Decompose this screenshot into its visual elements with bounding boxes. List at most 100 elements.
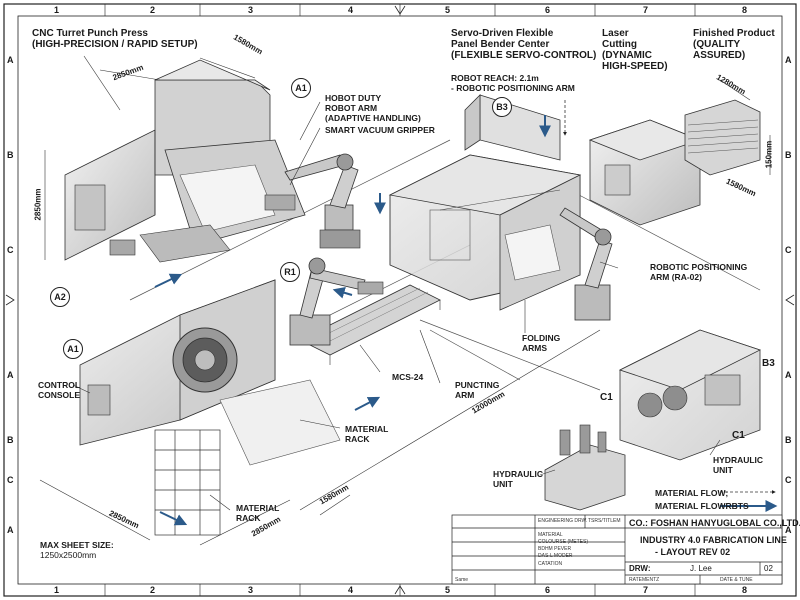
tb-rateme: RATEMENTZ <box>629 577 660 583</box>
label-folding-line2: ARMS <box>522 343 548 353</box>
machine-b3-right[interactable] <box>618 329 762 461</box>
grid-col-8: 8 <box>742 5 748 15</box>
tb-dasl: DAS-L MODER <box>538 553 573 559</box>
tb-scale: Same <box>455 577 469 583</box>
label-hyd1-line2: UNIT <box>493 479 513 489</box>
grid-col-7: 7 <box>643 5 649 15</box>
grid-col-2-bottom: 2 <box>150 585 156 595</box>
label-control-console: CONTROL CONSOLE <box>38 380 80 400</box>
grid-col-5-bottom: 5 <box>445 585 451 595</box>
panel-bender-machine[interactable] <box>388 94 582 311</box>
label-hyd2-line1: HYDRAULIC <box>713 455 764 465</box>
heavy-duty-robot-arm[interactable] <box>264 153 361 249</box>
label-laser-line2: Cutting <box>602 39 637 50</box>
material-rack[interactable] <box>154 429 221 536</box>
label-punch-press-line2: (HIGH-PRECISION / RAPID SETUP) <box>32 39 198 50</box>
label-puncting-line2: ARM <box>455 390 475 400</box>
material-flow-arrows <box>154 115 778 526</box>
label-robot-arm-line1: HOBOT DUTY <box>325 93 382 103</box>
grid-row-a2-right: A <box>785 370 792 380</box>
label-console-line2: CONSOLE <box>38 390 81 400</box>
label-robot-arm: HOBOT DUTY ROBOT ARM (ADAPTIVE HANDLING) <box>325 93 421 123</box>
laser-cutting-machine[interactable] <box>588 119 702 226</box>
callout-c1-a: C1 <box>600 392 613 403</box>
tb-colourse: COLOURSE (METES) <box>538 539 589 545</box>
tb-title-line1: INDUSTRY 4.0 FABRICATION LINE <box>640 535 787 545</box>
label-puncting-line1: PUNCTING <box>455 380 500 390</box>
label-max-sheet-line1: MAX SHEET SIZE: <box>40 540 114 550</box>
tb-drw-name: J. Lee <box>690 564 712 573</box>
label-mcs24: MCS-24 <box>392 372 424 382</box>
tb-engineering-drw: ENGINEERING DRW. <box>538 518 588 524</box>
grid-col-5: 5 <box>445 5 451 15</box>
legend-flow-dashed <box>563 100 776 494</box>
label-panel-bender: Servo-Driven Flexible Panel Bender Cente… <box>451 28 596 61</box>
tb-drw-label: DRW: <box>629 564 651 573</box>
label-vacuum-gripper: SMART VACUUM GRIPPER <box>325 125 435 135</box>
punch-press-machine[interactable] <box>64 59 306 263</box>
grid-col-3-bottom: 3 <box>248 585 254 595</box>
callout-r1: R1 <box>280 262 300 282</box>
label-robot-reach-line2: - ROBOTIC POSITIONING ARM <box>451 83 575 93</box>
sheet-border <box>3 3 797 597</box>
label-hyd1-line1: HYDRAULIC <box>493 469 544 479</box>
label-panel-bender-line3: (FLEXIBLE SERVO-CONTROL) <box>451 50 597 61</box>
grid-col-1-bottom: 1 <box>54 585 60 595</box>
tb-title-line2: - LAYOUT REV 02 <box>655 547 731 557</box>
robot-arm-r1[interactable] <box>289 257 384 346</box>
label-finished-line3: ASSURED) <box>693 50 746 61</box>
punching-machine-lower[interactable] <box>79 279 341 466</box>
hydraulic-unit[interactable] <box>544 424 626 511</box>
callout-a1-mid: A1 <box>63 339 83 359</box>
label-robot-arm-line2: ROBOT ARM <box>325 103 378 113</box>
dim-2850-left: 2850mm <box>33 188 43 221</box>
label-laser-line4: HIGH-SPEED) <box>602 61 668 72</box>
grid-row-a-right: A <box>785 55 792 65</box>
grid-row-a3-left: A <box>7 525 14 535</box>
label-robot-reach: ROBOT REACH: 2.1m - ROBOTIC POSITIONING … <box>451 73 575 93</box>
label-material-rack-2: MATERIAL RACK <box>236 503 279 523</box>
grid-col-3: 3 <box>248 5 254 15</box>
label-finished-line2: (QUALITY <box>693 39 741 50</box>
label-rack1-line1: MATERIAL <box>345 424 389 434</box>
grid-row-c-left: C <box>7 245 14 255</box>
label-panel-bender-line1: Servo-Driven Flexible <box>451 28 554 39</box>
grid-col-4: 4 <box>348 5 354 15</box>
conveyor-mcs24[interactable] <box>299 284 441 365</box>
finished-product-stack[interactable] <box>684 99 761 176</box>
callout-a2: A2 <box>50 287 70 307</box>
callout-b3-right: B3 <box>762 358 775 369</box>
legend-material-flow: MATERIAL FLOW; <box>655 488 729 498</box>
tb-date-time: DATE & TUNE <box>720 577 753 583</box>
label-folding-line1: FOLDING <box>522 333 561 343</box>
label-puncting-arm: PUNCTING ARM <box>455 380 499 400</box>
grid-col-4-bottom: 4 <box>348 585 354 595</box>
label-rack1-line2: RACK <box>345 434 370 444</box>
robotic-positioning-arm-ra02[interactable] <box>559 207 613 321</box>
label-max-sheet-size: MAX SHEET SIZE: 1250x2500mm <box>40 540 114 560</box>
label-ra02-line2: ARM (RA-02) <box>650 272 702 282</box>
label-laser-line3: (DYNAMIC <box>602 50 652 61</box>
grid-row-b2-right: B <box>785 435 792 445</box>
title-block-frame <box>451 514 783 585</box>
label-hydraulic-unit-2: HYDRAULIC UNIT <box>713 455 763 475</box>
label-laser-line1: Laser <box>602 28 629 39</box>
label-ra02-line1: ROBOTIC POSITIONING <box>650 262 748 272</box>
legend-material-flowrbts: MATERIAL FLOWRBTS <box>655 501 749 511</box>
dimension-lines <box>39 57 771 546</box>
label-punch-press: CNC Turret Punch Press (HIGH-PRECISION /… <box>32 28 198 50</box>
grid-col-1: 1 <box>54 5 60 15</box>
callout-a1-top: A1 <box>291 78 311 98</box>
label-panel-bender-line2: Panel Bender Center <box>451 39 550 50</box>
label-laser-cutting: Laser Cutting (DYNAMIC HIGH-SPEED) <box>602 28 668 72</box>
label-finished-line1: Finished Product <box>693 28 775 39</box>
grid-row-b-right: B <box>785 150 792 160</box>
label-rack2-line2: RACK <box>236 513 261 523</box>
label-hydraulic-unit-1: HYDRAULIC UNIT <box>493 469 543 489</box>
label-hyd2-line2: UNIT <box>713 465 733 475</box>
grid-row-c-right: C <box>785 245 792 255</box>
tb-tsrs: TSRS/TITLEM <box>588 518 621 524</box>
label-folding-arms: FOLDING ARMS <box>522 333 560 353</box>
label-max-sheet-line2: 1250x2500mm <box>40 550 97 560</box>
